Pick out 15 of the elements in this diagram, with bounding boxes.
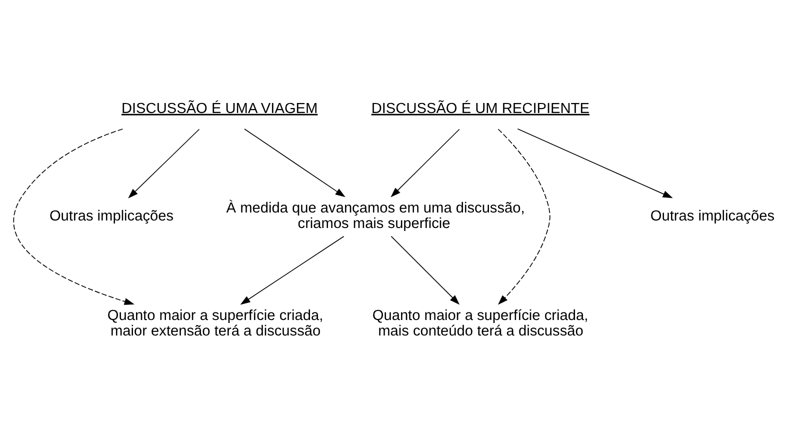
- arrow: [516, 128, 672, 198]
- node-text: DISCUSSÃO É UMA VIAGEM: [120, 100, 318, 117]
- node-text: Quanto maior a superfície criada, maior extensão terá a discussão: [106, 308, 323, 340]
- node-text: Outras implicações: [650, 208, 774, 224]
- arrow: [390, 128, 460, 198]
- arrow: [12, 128, 134, 305]
- arrow: [240, 236, 344, 305]
- node-text: Quanto maior a superfície criada, mais conteúdo terá a discussão: [372, 308, 588, 340]
- arrow: [244, 128, 345, 198]
- node-text: Outras implicações: [48, 208, 174, 224]
- arrow: [128, 128, 200, 198]
- node-text: À medida que avançamos em uma discussão, criamos mais superficie: [226, 200, 524, 232]
- arrow: [497, 128, 550, 305]
- node-text: DISCUSSÃO É UM RECIPIENTE: [370, 100, 589, 117]
- arrow: [390, 236, 460, 305]
